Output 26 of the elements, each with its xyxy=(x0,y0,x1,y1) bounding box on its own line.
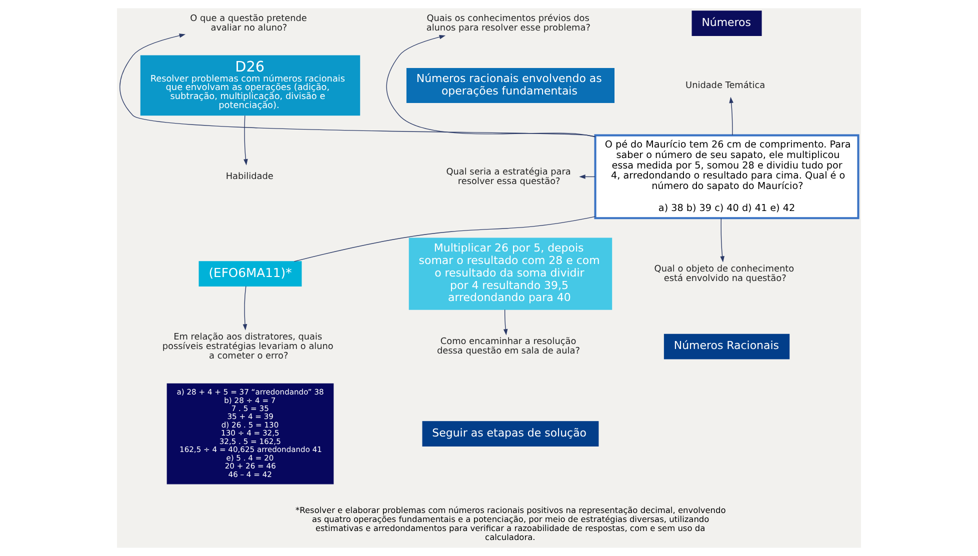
label: *Resolver e elaborar problemas com números racionais positivos na representação decimal, envolvendo as quatro operações fundamentais e a potenciação, por meio de estratégias diversas, utilizando estimativas e arredondamentos para verificar a razoabilidade de respostas, com e sem uso da calculadora. xyxy=(296,505,726,542)
node-box: Números xyxy=(692,10,762,36)
node-text: Em relação aos distratores, quais possíveis estratégias levariam o aluno a cometer o erro? xyxy=(162,332,334,362)
node-box: Multiplicar 26 por 5, depois somar o resultado com 28 e com o resultado da soma dividir por 4 resultando 39,5 arredondando para 40 xyxy=(408,238,612,310)
node-box: (EFO6MA11)* xyxy=(198,261,302,287)
node-text: Qual seria a estratégia para resolver essa questão? xyxy=(446,167,571,187)
arrow xyxy=(242,286,248,330)
node-box: O pé do Maurício tem 26 cm de comprimento. Para saber o número de seu sapato, ele multiplicou essa medida por 5, somou 28 e dividiu tudo por 4, arredondando o resultado para cima. Qual é o número do sapato do Maurício? a) 38 b) 39 c) 40 d) 41 e) 42 xyxy=(594,134,860,220)
node-text: O que a questão pretende avaliar no aluno? xyxy=(190,14,307,34)
node-text: Como encaminhar a resolução dessa questão em sala de aula? xyxy=(437,337,580,357)
node-text: Habilidade xyxy=(226,172,274,182)
arrow xyxy=(729,96,734,136)
node-box: D26 Resolver problemas com números racionais que envolvam as operações (adição, subtração, multiplicação, divisão e potenciação). xyxy=(140,55,360,116)
arrow xyxy=(120,34,596,137)
arrow xyxy=(720,218,724,262)
arrow xyxy=(579,174,596,179)
arrow xyxy=(244,115,248,166)
node-box: Seguir as etapas de solução xyxy=(422,421,599,446)
connector xyxy=(294,216,596,262)
node-text: Quais os conhecimentos prévios dos alunos para resolver esse problema? xyxy=(426,14,590,34)
node-text: Qual o objeto de conhecimento está envolvido na questão? xyxy=(654,264,794,284)
node-box: Números Racionais xyxy=(664,334,790,360)
arrow xyxy=(503,309,508,336)
node-box: Números racionais envolvendo as operações fundamentais xyxy=(406,68,614,103)
node-text: Unidade Temática xyxy=(686,80,766,91)
arrow xyxy=(386,34,596,138)
